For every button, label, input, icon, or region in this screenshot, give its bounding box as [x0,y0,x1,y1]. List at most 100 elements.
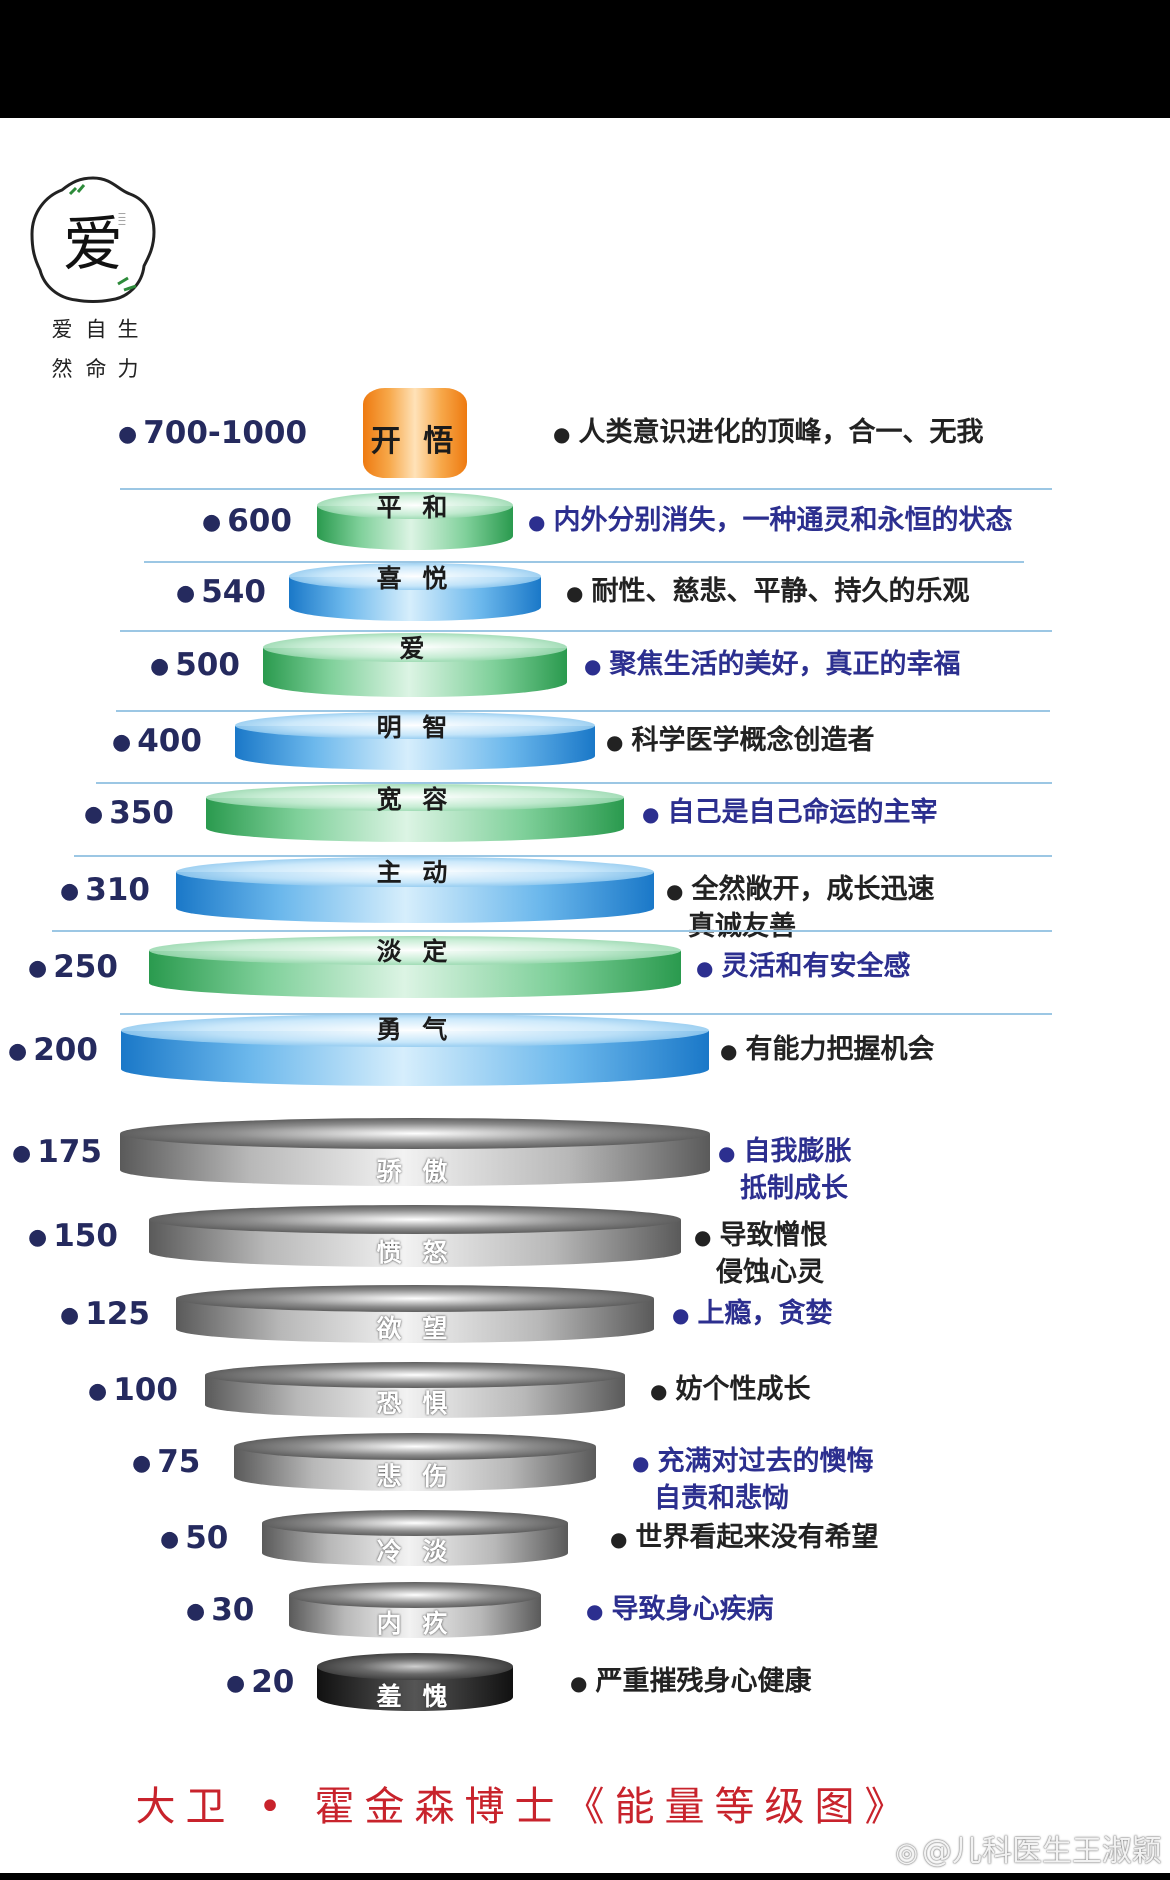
level-description-line1: 导致憎恨 [719,1220,828,1251]
level-score-value: 100 [113,1372,178,1408]
level-disk: 冷 淡 [262,1510,568,1566]
bullet-icon: ● [84,802,104,827]
level-description: ● 严重摧残身心健康 [570,1664,811,1701]
bullet-icon: ● [570,1670,588,1695]
disk-top [235,712,595,739]
level-name: 内 疚 [376,1609,454,1638]
logo-tagline-col3: 生 力 [115,318,139,385]
bullet-icon: ● [186,1599,206,1624]
level-name: 骄 傲 [376,1157,454,1186]
level-score: ●100 [88,1372,178,1408]
level-name: 淡 定 [376,937,454,966]
disk-top [289,563,541,590]
weibo-watermark: ◎@儿科医生王淑颖 [895,1826,1162,1870]
diagram-title: 大卫 • 霍金森博士《能量等级图》 [135,1784,915,1830]
level-name: 勇 气 [376,1015,454,1044]
level-score: ●310 [60,872,150,908]
level-disk: 勇 气 [121,1014,709,1086]
bullet-icon: ● [694,1224,712,1249]
level-disk: 内 疚 [289,1582,541,1638]
disk-top [176,857,654,887]
level-disk: 羞 愧 [317,1653,513,1711]
level-description-line1: 耐性、慈悲、平静、持久的乐观 [591,576,970,607]
level-score-value: 350 [109,795,174,831]
bullet-icon: ● [160,1527,180,1552]
level-disk: 愤 怒 [149,1205,681,1267]
level-score-value: 400 [137,723,202,759]
level-separator-line [120,630,1052,632]
bullet-icon: ● [553,421,571,446]
disk-top [263,633,567,662]
level-score-value: 30 [211,1592,255,1628]
level-disk: 悲 伤 [234,1433,596,1491]
level-disk: 主 动 [176,857,654,923]
bullet-icon: ● [202,510,222,535]
bullet-icon: ● [8,1039,28,1064]
level-score: ●125 [60,1296,150,1332]
logo-tagline-col2: 自 命 [83,318,107,385]
bullet-icon: ● [650,1378,668,1403]
level-separator-line [74,855,1052,857]
level-score-value: 150 [53,1218,118,1254]
level-score: ●175 [12,1134,102,1170]
level-disk: 喜 悦 [289,563,541,621]
level-disk: 欲 望 [176,1285,654,1343]
bullet-icon: ● [606,729,624,754]
level-description: ●自我膨胀抵制成长 [718,1134,851,1207]
bullet-icon: ● [88,1379,108,1404]
level-description: ●导致憎恨侵蚀心灵 [694,1218,827,1291]
level-score-value: 700-1000 [143,415,308,451]
level-description-line1: 聚焦生活的美好，真正的幸福 [609,649,961,680]
disk-top [149,1205,681,1234]
level-description: ●有能力把握机会 [720,1032,934,1069]
disk-body [363,388,467,478]
level-score-value: 540 [201,574,266,610]
level-description: ●内外分别消失，一种通灵和永恒的状态 [528,503,1012,540]
bullet-icon: ● [584,653,602,678]
level-disk: 平 和 [317,492,513,550]
bullet-icon: ● [696,955,714,980]
bullet-icon: ● [226,1671,246,1696]
bullet-icon: ● [666,878,684,903]
level-name: 宽 容 [376,785,454,814]
level-description: ● 聚焦生活的美好，真正的幸福 [584,647,960,684]
level-description: ● 充满对过去的懊悔自责和悲恸 [632,1444,873,1517]
level-separator-line [116,710,1050,712]
diagram-sheet [0,118,1170,1873]
level-score-value: 600 [227,503,292,539]
level-description-line1: 导致身心疾病 [611,1594,774,1625]
level-description-line1: 严重摧残身心健康 [595,1666,812,1697]
level-name: 羞 愧 [376,1682,454,1711]
level-description: ● 妨个性成长 [650,1372,810,1409]
level-description-line2: 自责和悲恸 [654,1482,789,1514]
level-description-line1: 充满对过去的懊悔 [657,1446,874,1477]
level-score: ●75 [132,1444,200,1480]
level-description-line1: 上瘾，贪婪 [697,1298,833,1329]
bullet-icon: ● [112,730,132,755]
bullet-icon: ● [718,1140,736,1165]
bullet-icon: ● [672,1302,690,1327]
level-description: ●全然敞开，成长迅速真诚友善 [666,872,934,945]
disk-top [262,1510,568,1536]
level-score-value: 20 [251,1664,295,1700]
level-disk: 恐 惧 [205,1362,625,1418]
bullet-icon: ● [720,1038,738,1063]
level-description: ●世界看起来没有希望 [610,1520,878,1557]
level-score: ●350 [84,795,174,831]
level-description-line2: 真诚友善 [688,910,796,942]
level-separator-line [52,930,1052,932]
level-score: ●540 [176,574,266,610]
disk-top [317,492,513,519]
bullet-icon: ● [632,1450,650,1475]
level-name: 冷 淡 [376,1537,454,1566]
level-description-line1: 妨个性成长 [675,1374,811,1405]
level-description: ●自己是自己命运的主宰 [642,795,937,832]
level-separator-line [96,782,1052,784]
disk-top [317,1653,513,1680]
bullet-icon: ● [176,581,196,606]
level-name: 欲 望 [376,1314,454,1343]
level-description: ●耐性、慈悲、平静、持久的乐观 [566,574,969,611]
level-name: 悲 伤 [376,1462,454,1491]
level-separator-line [144,561,1024,563]
disk-top [234,1433,596,1460]
